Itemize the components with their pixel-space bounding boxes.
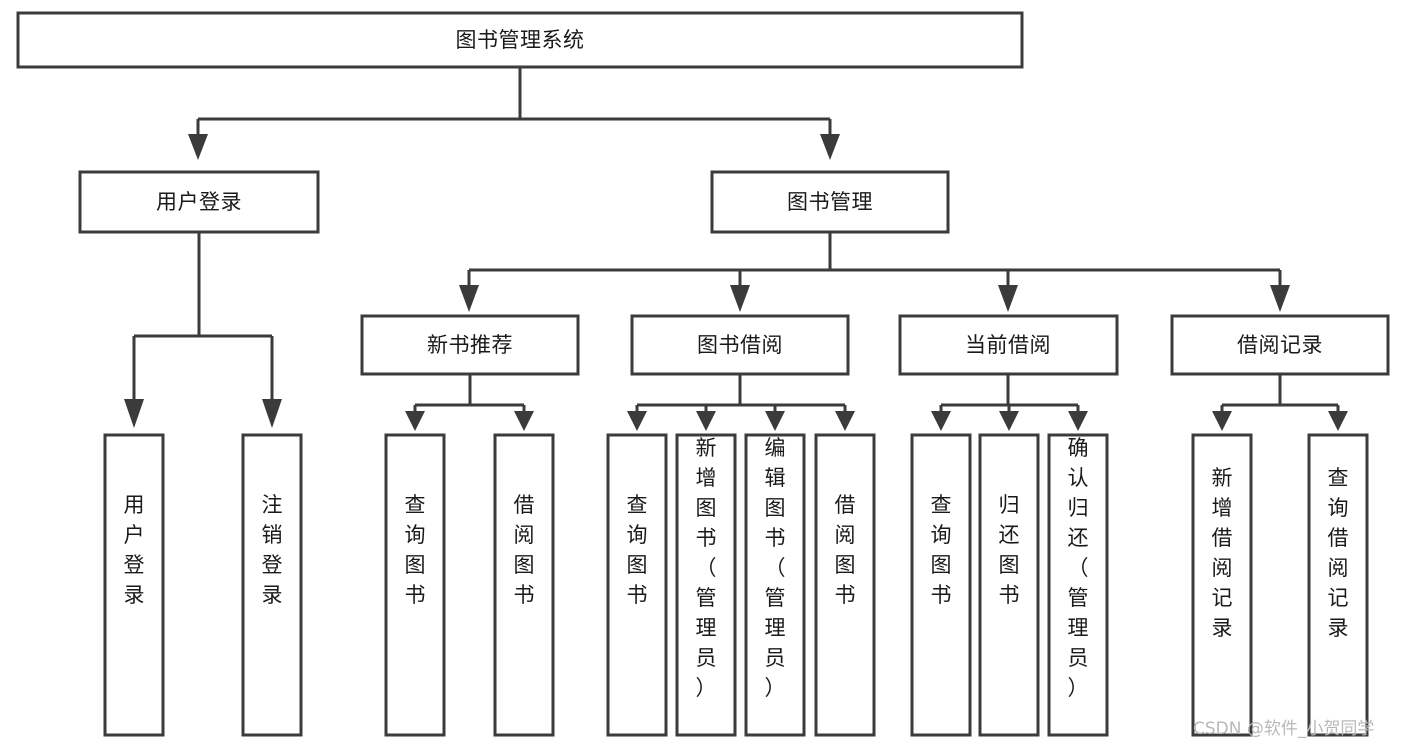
leaf-borrow-record-1-box[interactable]: [1307, 433, 1369, 737]
leaf-user-login-1-box[interactable]: [241, 433, 303, 737]
node-current-borrow-box[interactable]: [898, 314, 1119, 376]
node-book-management-label: 图书管理: [787, 190, 873, 214]
node-new-book-recommend[interactable]: 新书推荐: [360, 314, 580, 376]
leaf-book-borrow-0-box[interactable]: [606, 433, 668, 737]
arrow-head-book-borrow-leaf2: [765, 411, 785, 431]
leaf-user-login-0[interactable]: 用户登录: [103, 433, 165, 737]
leaf-borrow-record-0[interactable]: 新增借阅记录: [1191, 433, 1253, 737]
leaf-new-book-1-label: 借阅图书: [514, 493, 535, 607]
arrow-head-user-login-leaf1: [262, 399, 282, 428]
arrow-head-level2-2: [998, 285, 1018, 312]
leaf-book-borrow-1-label: 新增图书（管理员）: [696, 436, 717, 700]
leaf-current-borrow-0-box[interactable]: [910, 433, 972, 737]
leaf-user-login-0-label: 用户登录: [124, 493, 145, 607]
leaf-book-borrow-2-label: 编辑图书（管理员）: [765, 436, 786, 700]
leaf-book-borrow-3-box[interactable]: [814, 433, 876, 737]
leaf-new-book-0[interactable]: 查询图书: [384, 433, 446, 737]
arrow-head-new-book-leaf1: [514, 411, 534, 431]
arrow-head-book-mgmt: [820, 134, 840, 160]
leaf-current-borrow-2[interactable]: 确认归还（管理员）: [1047, 433, 1109, 737]
node-title[interactable]: 图书管理系统: [16, 11, 1024, 69]
leaf-new-book-0-box[interactable]: [384, 433, 446, 737]
node-book-management-box[interactable]: [710, 170, 950, 234]
arrow-head-level2-1: [730, 285, 750, 312]
leaf-current-borrow-1[interactable]: 归还图书: [978, 433, 1040, 737]
arrow-head-user-login-leaf0: [124, 399, 144, 428]
leaf-borrow-record-1-label: 查询借阅记录: [1328, 466, 1349, 640]
node-title-label: 图书管理系统: [456, 28, 585, 52]
leaf-book-borrow-2[interactable]: 编辑图书（管理员）: [744, 433, 806, 737]
leaf-book-borrow-3[interactable]: 借阅图书: [814, 433, 876, 737]
arrow-head-borrow-record-leaf1: [1328, 411, 1348, 431]
leaf-user-login-0-box[interactable]: [103, 433, 165, 737]
leaf-new-book-0-label: 查询图书: [405, 493, 426, 607]
node-new-book-recommend-label: 新书推荐: [427, 333, 513, 357]
arrow-head-user-login: [188, 134, 208, 160]
node-user-login-label: 用户登录: [156, 190, 242, 214]
leaf-borrow-record-0-box[interactable]: [1191, 433, 1253, 737]
node-new-book-recommend-box[interactable]: [360, 314, 580, 376]
node-title-box[interactable]: [16, 11, 1024, 69]
arrow-head-book-borrow-leaf3: [835, 411, 855, 431]
arrow-head-level2-3: [1270, 285, 1290, 312]
csdn-watermark: CSDN @软件_小贺同学: [1193, 719, 1374, 739]
leaf-book-borrow-0-label: 查询图书: [627, 493, 648, 607]
leaf-book-borrow-1[interactable]: 新增图书（管理员）: [675, 433, 737, 737]
leaf-current-borrow-1-label: 归还图书: [999, 493, 1020, 607]
node-current-borrow[interactable]: 当前借阅: [898, 314, 1119, 376]
arrow-head-current-borrow-leaf0: [931, 411, 951, 431]
node-borrow-record-label: 借阅记录: [1237, 333, 1323, 357]
leaf-current-borrow-1-box[interactable]: [978, 433, 1040, 737]
leaf-new-book-1[interactable]: 借阅图书: [493, 433, 555, 737]
leaf-user-login-1-label: 注销登录: [262, 493, 283, 607]
arrow-head-current-borrow-leaf1: [999, 411, 1019, 431]
node-current-borrow-label: 当前借阅: [965, 333, 1051, 357]
leaf-book-borrow-0[interactable]: 查询图书: [606, 433, 668, 737]
leaf-borrow-record-0-label: 新增借阅记录: [1212, 466, 1233, 640]
node-user-login-box[interactable]: [78, 170, 320, 234]
arrow-head-borrow-record-leaf0: [1212, 411, 1232, 431]
arrow-head-level2-0: [459, 285, 479, 312]
arrow-head-book-borrow-leaf0: [627, 411, 647, 431]
leaf-current-borrow-2-box[interactable]: [1047, 433, 1109, 737]
leaf-borrow-record-1[interactable]: 查询借阅记录: [1307, 433, 1369, 737]
connector-layer: [124, 67, 1348, 431]
leaf-current-borrow-0-label: 查询图书: [931, 493, 952, 607]
node-book-borrow-box[interactable]: [630, 314, 850, 376]
arrow-head-new-book-leaf0: [405, 411, 425, 431]
leaf-user-login-1[interactable]: 注销登录: [241, 433, 303, 737]
arrow-head-book-borrow-leaf1: [696, 411, 716, 431]
node-borrow-record[interactable]: 借阅记录: [1170, 314, 1390, 376]
arrow-head-current-borrow-leaf2: [1068, 411, 1088, 431]
leaf-book-borrow-1-box[interactable]: [675, 433, 737, 737]
leaf-new-book-1-box[interactable]: [493, 433, 555, 737]
node-user-login[interactable]: 用户登录: [78, 170, 320, 234]
leaf-book-borrow-3-label: 借阅图书: [835, 493, 856, 607]
node-book-borrow-label: 图书借阅: [697, 333, 783, 357]
leaf-current-borrow-2-label: 确认归还（管理员）: [1068, 436, 1089, 700]
node-book-borrow[interactable]: 图书借阅: [630, 314, 850, 376]
node-borrow-record-box[interactable]: [1170, 314, 1390, 376]
leaf-current-borrow-0[interactable]: 查询图书: [910, 433, 972, 737]
node-book-management[interactable]: 图书管理: [710, 170, 950, 234]
leaf-book-borrow-2-box[interactable]: [744, 433, 806, 737]
